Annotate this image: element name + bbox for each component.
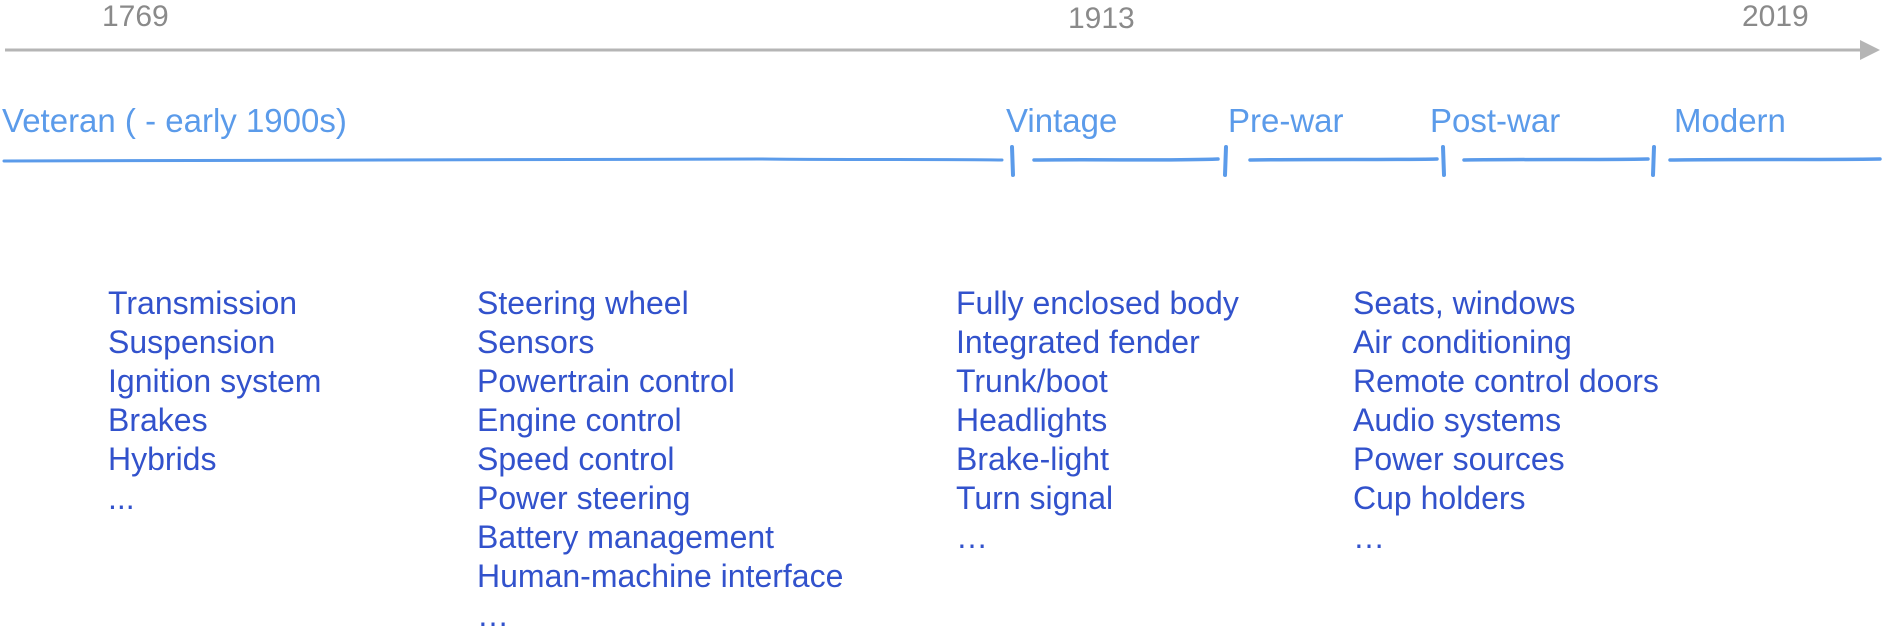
feature-item: Turn signal (956, 480, 1114, 516)
feature-item: Hybrids (108, 441, 217, 477)
era-divider-modern (1651, 145, 1656, 177)
feature-item: Steering wheel (477, 285, 689, 321)
feature-item: Headlights (956, 402, 1108, 438)
feature-item: … (956, 519, 988, 555)
time-axis-arrowhead (1860, 40, 1880, 60)
time-axis (5, 40, 1880, 60)
era-label-modern: Modern (1674, 102, 1786, 139)
era-label-post-war: Post-war (1430, 102, 1561, 139)
feature-item: Power sources (1353, 441, 1565, 477)
feature-item: … (477, 597, 509, 633)
feature-item: Integrated fender (956, 324, 1200, 360)
feature-column-3: Fully enclosed body Integrated fender Tr… (956, 284, 1239, 557)
era-segment-post-war (1462, 157, 1650, 162)
era-segment-veteran (2, 157, 1004, 163)
feature-item: Brake-light (956, 441, 1109, 477)
feature-item: Human-machine interface (477, 558, 844, 594)
feature-column-4: Seats, windows Air conditioning Remote c… (1353, 284, 1659, 557)
feature-item: … (1353, 519, 1385, 555)
era-label-vintage: Vintage (1006, 102, 1118, 139)
feature-item: Ignition system (108, 363, 322, 399)
era-divider-post-war (1441, 145, 1446, 177)
feature-item: Suspension (108, 324, 276, 360)
feature-item: Brakes (108, 402, 208, 438)
year-end: 2019 (1742, 0, 1809, 33)
feature-item: Power steering (477, 480, 691, 516)
feature-item: Trunk/boot (956, 363, 1108, 399)
feature-item: Engine control (477, 402, 682, 438)
era-divider-pre-war (1223, 145, 1228, 177)
era-timeline (2, 145, 1882, 177)
era-divider-vintage (1010, 145, 1015, 177)
year-middle: 1913 (1068, 2, 1135, 35)
feature-column-1: Transmission Suspension Ignition system … (108, 284, 321, 518)
feature-item: Sensors (477, 324, 595, 360)
feature-item: Speed control (477, 441, 675, 477)
feature-item: Air conditioning (1353, 324, 1572, 360)
year-start: 1769 (102, 0, 169, 33)
era-label-pre-war: Pre-war (1228, 102, 1344, 139)
feature-column-2: Steering wheel Sensors Powertrain contro… (477, 284, 843, 635)
feature-item: Powertrain control (477, 363, 735, 399)
feature-item: Fully enclosed body (956, 285, 1239, 321)
era-segment-pre-war (1248, 157, 1439, 162)
feature-item: Remote control doors (1353, 363, 1659, 399)
feature-item: Seats, windows (1353, 285, 1576, 321)
feature-item: Audio systems (1353, 402, 1562, 438)
feature-item: ... (108, 480, 135, 516)
feature-item: Transmission (108, 285, 298, 321)
feature-item: Battery management (477, 519, 775, 555)
era-label-veteran: Veteran ( - early 1900s) (2, 102, 347, 139)
feature-item: Cup holders (1353, 480, 1526, 516)
era-segment-modern (1668, 157, 1882, 162)
era-segment-vintage (1032, 157, 1220, 162)
